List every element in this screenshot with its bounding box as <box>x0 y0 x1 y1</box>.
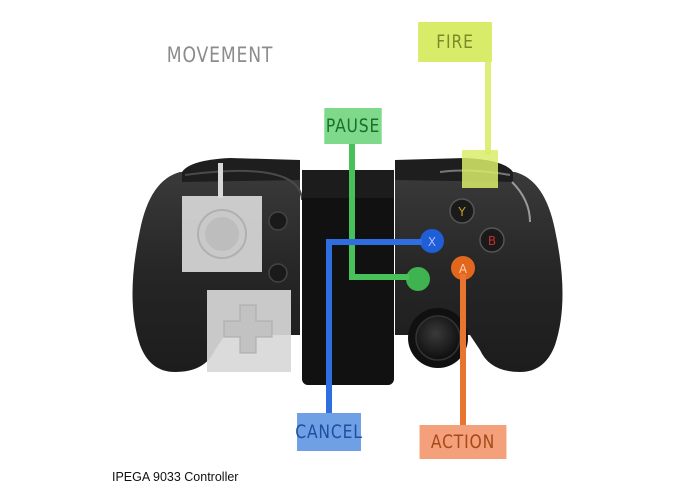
dpad[interactable] <box>223 304 273 354</box>
x-button-label: X <box>428 235 436 249</box>
a-button[interactable] <box>451 256 475 280</box>
y-button[interactable] <box>449 198 475 224</box>
pause-connector <box>349 144 409 280</box>
y-button-label: Y <box>457 205 466 219</box>
action-label: ACTION <box>419 425 507 459</box>
pause-label: PAUSE <box>324 108 382 144</box>
start-button[interactable] <box>268 263 288 283</box>
fire-label: FIRE <box>418 22 492 62</box>
movement-zone <box>182 163 291 372</box>
action-connector <box>460 274 466 427</box>
b-button[interactable] <box>479 227 505 253</box>
select-button[interactable] <box>268 211 288 231</box>
x-button[interactable] <box>420 229 444 253</box>
cancel-connector <box>326 239 422 415</box>
cancel-label: CANCEL <box>295 413 362 451</box>
fire-connector <box>462 60 498 188</box>
pause-button[interactable] <box>406 267 430 291</box>
caption: IPEGA 9033 Controller <box>112 470 239 484</box>
controller-body <box>132 158 563 385</box>
movement-label: MOVEMENT <box>166 43 274 67</box>
a-button-label: A <box>459 262 468 276</box>
b-button-label: B <box>488 234 496 248</box>
